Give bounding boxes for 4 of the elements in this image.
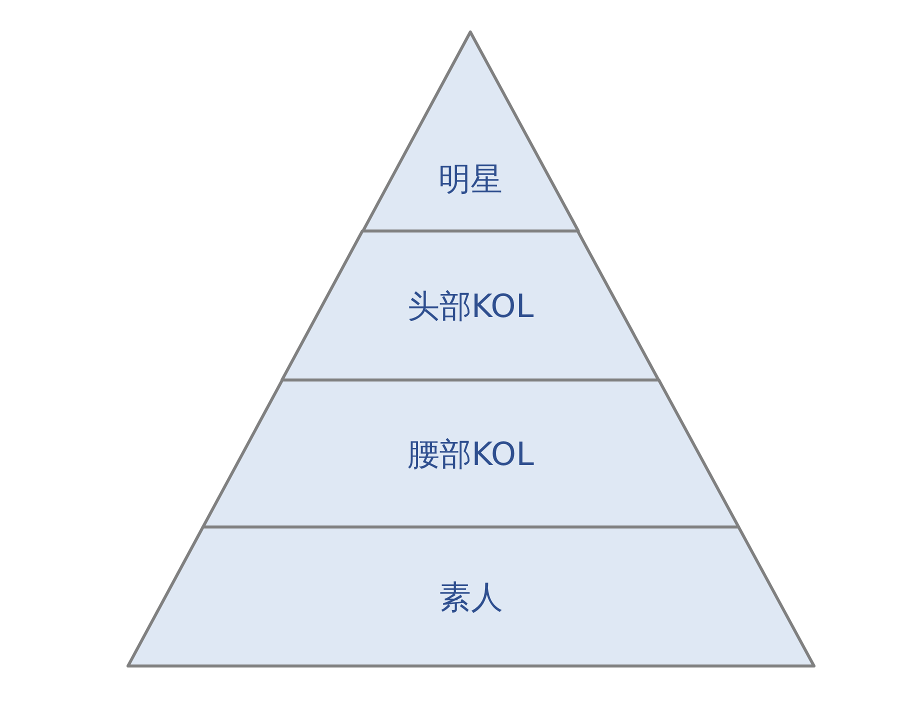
tier-label: 素人: [438, 576, 504, 616]
tier-label: 腰部KOL: [406, 434, 535, 474]
tier-label: 明星: [437, 159, 504, 200]
tier-label: 头部KOL: [406, 286, 535, 326]
